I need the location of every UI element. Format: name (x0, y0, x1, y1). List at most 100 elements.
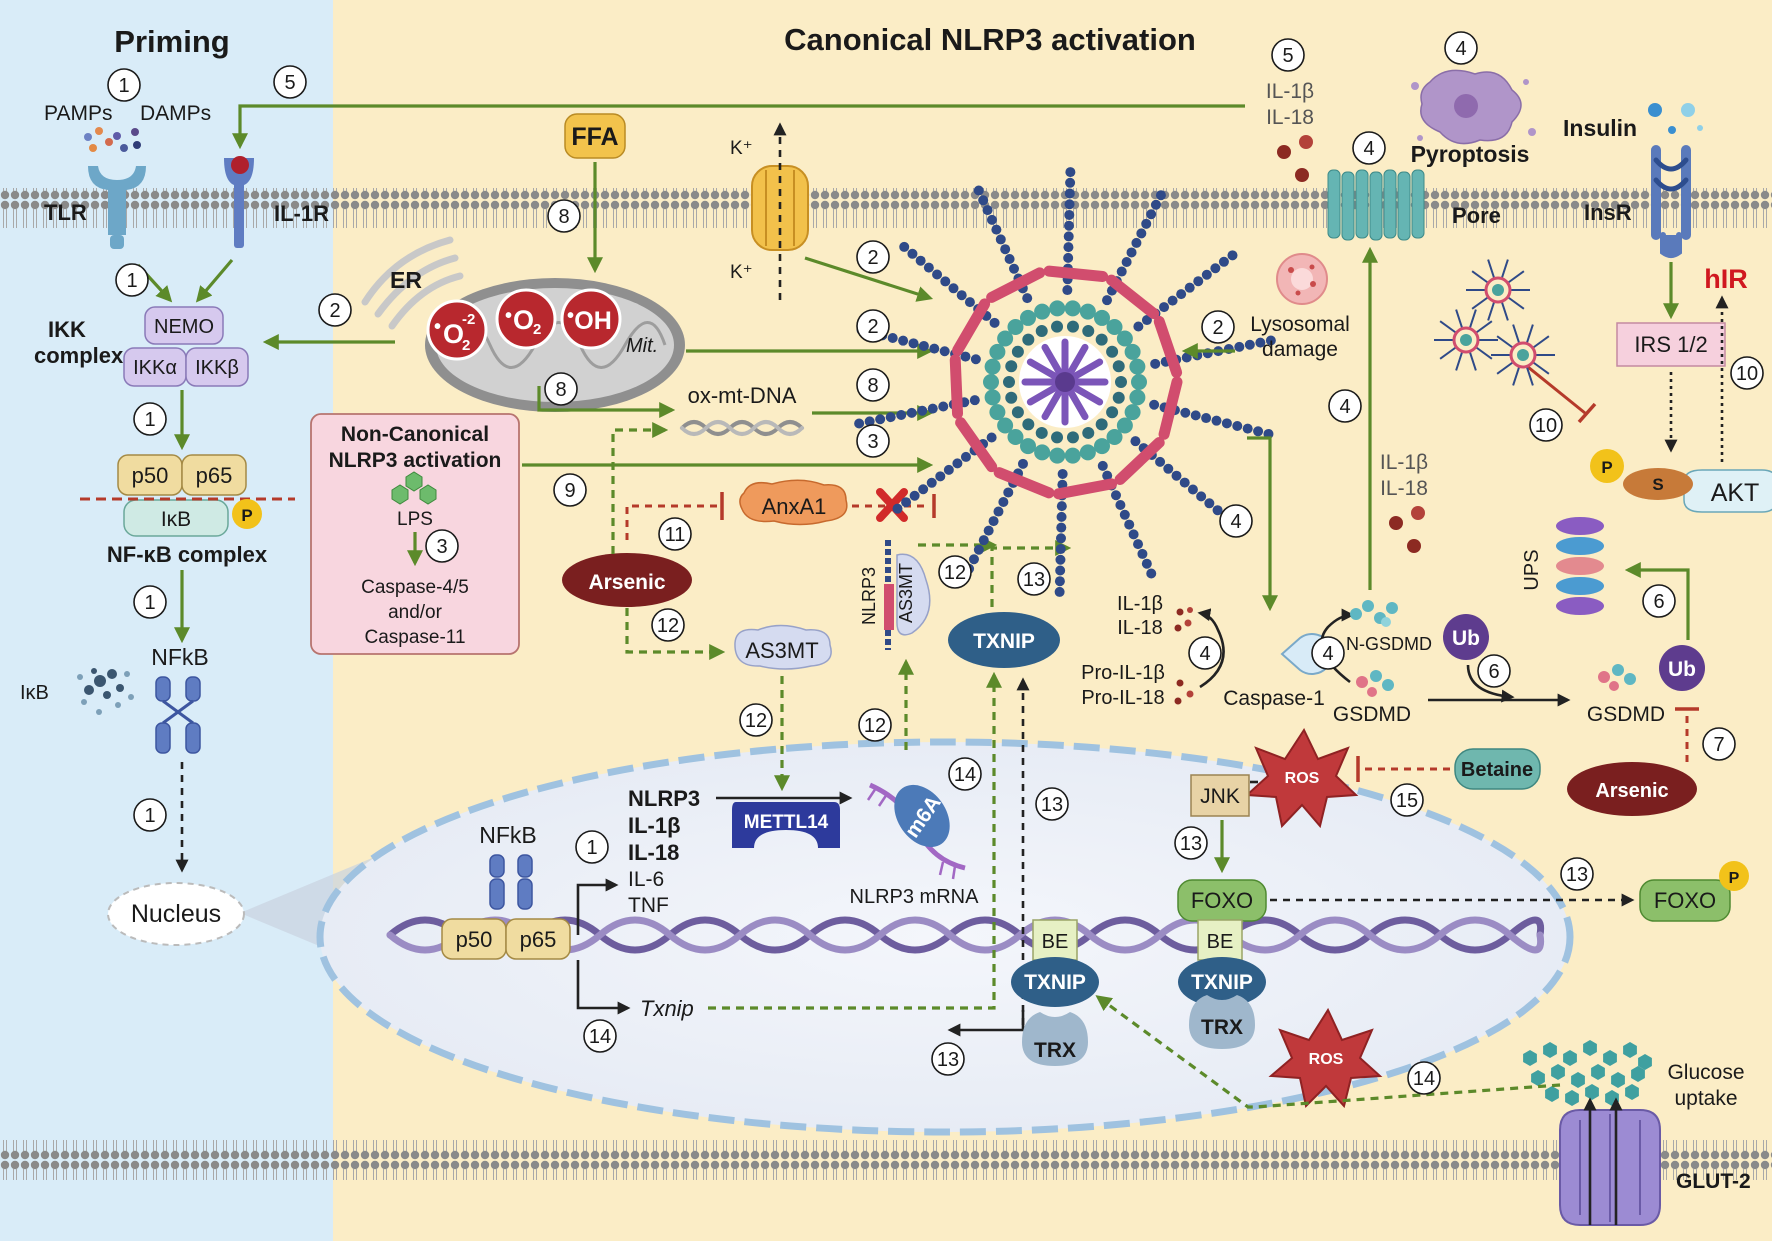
asc-filament-bead (1022, 293, 1033, 304)
step-number-12: 12 (739, 703, 773, 737)
be1-label: BE (1042, 931, 1069, 953)
asc-filament-bead (1150, 358, 1161, 369)
asc-filament-bead (1232, 420, 1243, 431)
asc-filament-bead (935, 471, 946, 482)
asc-filament-bead (973, 544, 984, 555)
inflammasome-center (1055, 372, 1075, 392)
asc-filament-bead (1201, 269, 1212, 280)
asc-filament-bead (1255, 337, 1266, 348)
nucleus-label: Nucleus (131, 900, 221, 928)
nlrp3-oligomer-segment (986, 267, 1046, 303)
arrow-ub-ups (1624, 562, 1690, 640)
step-number-6: 6 (1477, 654, 1511, 688)
asc-filament-bead (940, 276, 951, 287)
nuc-p50-label: p50 (456, 927, 493, 952)
lps-icon (391, 471, 437, 505)
asc-filament-bead (964, 297, 975, 308)
nfkb-label: NFkB (151, 644, 209, 670)
ros2-dot: • (505, 305, 512, 327)
asc-ring-bead (1034, 444, 1051, 461)
asc-filament-bead (1064, 199, 1075, 210)
step-number-12: 12 (651, 608, 685, 642)
asc-inner-bead (1035, 325, 1048, 338)
glut2-transporter (1559, 1109, 1661, 1226)
step-number-2: 2 (318, 293, 352, 327)
asc-filament-bead (1227, 250, 1238, 261)
asc-filament-bead (1201, 413, 1212, 424)
ros3-dot: • (567, 305, 574, 327)
nlrp3-as3mt-complex (884, 540, 931, 650)
mini-inflammasome-icon (1466, 259, 1530, 321)
pamps-label: PAMPs (44, 102, 112, 125)
svg-text:13: 13 (1023, 569, 1045, 591)
asc-filament-bead (1064, 209, 1075, 220)
foxo-phospho-badge (1719, 861, 1749, 891)
akt-phospho-label: P (1601, 458, 1612, 477)
svg-text:13: 13 (1041, 794, 1063, 816)
asc-filament-bead (1126, 247, 1137, 258)
asc-filament-bead (986, 214, 997, 225)
irs-label: IRS 1/2 (1634, 332, 1707, 357)
step-number-15: 15 (1390, 783, 1424, 817)
asc-filament-bead (1130, 436, 1141, 447)
asc-filament-bead (1155, 190, 1166, 201)
svg-text:5: 5 (1282, 45, 1293, 67)
nfkb-complex-label: NF-κB complex (107, 542, 268, 567)
txnip1-node (1011, 957, 1099, 1007)
asc-filament-bead (1146, 568, 1157, 579)
svg-text:9: 9 (564, 480, 575, 502)
ros1-sub: 2 (462, 337, 470, 354)
insr-receptor (1651, 145, 1691, 258)
asc-inner-bead (1011, 406, 1024, 419)
asc-filament-bead (1133, 539, 1144, 550)
txnip-cyto (948, 612, 1060, 668)
step-number-6: 6 (1642, 584, 1676, 618)
asc-ring-bead (1007, 428, 1024, 445)
txnip-cyto-label: TXNIP (973, 630, 1035, 653)
step-number-2: 2 (856, 240, 890, 274)
asc-filament-bead (1055, 554, 1066, 565)
caspase-label-1: Caspase-4/5 (361, 577, 469, 598)
il18-released-label: IL-18 (1266, 106, 1314, 129)
asc-filament-bead (1190, 410, 1201, 421)
step-number-7: 7 (1702, 727, 1736, 761)
asc-filament-bead (1055, 565, 1066, 576)
lysosome-icon (1276, 253, 1328, 305)
il1r-label: IL-1R (274, 201, 329, 226)
svg-text:2: 2 (867, 316, 878, 338)
svg-text:14: 14 (589, 1026, 611, 1048)
caspase-label-3: Caspase-11 (364, 627, 465, 648)
arsenic-label: Arsenic (588, 571, 665, 594)
asc-inner-bead (1022, 418, 1035, 431)
svg-text:14: 14 (954, 764, 976, 786)
step-number-4: 4 (1219, 504, 1253, 538)
arrow-txnip-gene-txnip (708, 671, 1002, 1010)
step-number-13: 13 (1017, 562, 1051, 596)
trx2-node (1189, 995, 1255, 1049)
asc-filament-bead (1141, 218, 1152, 229)
mini-inflammasome-icon (1491, 324, 1555, 386)
ros-superoxide-1 (426, 299, 488, 361)
arrow-nlrp3-caspase1 (1247, 436, 1278, 612)
arsenic-node (562, 553, 692, 607)
ub2-badge (1659, 645, 1705, 691)
nuc-p65-label: p65 (520, 927, 557, 952)
asc-inner-bead (1095, 418, 1108, 431)
pore-label: Pore (1452, 203, 1501, 228)
asc-filament-bead (995, 234, 1006, 245)
svg-text:1: 1 (586, 837, 597, 859)
asc-filament-bead (917, 405, 928, 416)
asc-filament-bead (1063, 242, 1074, 253)
ros-star-bottom (1268, 1007, 1383, 1109)
arrow-arsenic-oxmtdna (611, 422, 669, 554)
akt-s-label: S (1652, 475, 1663, 494)
asc-filament-bead (1119, 509, 1130, 520)
nucleus-small (107, 882, 245, 946)
step-number-2: 2 (1201, 310, 1235, 344)
asc-filament-bead (1057, 468, 1068, 479)
dna-double-helix (386, 916, 1545, 954)
svg-text:4: 4 (1455, 38, 1466, 60)
proil1b-label: Pro-IL-1β (1081, 662, 1165, 684)
glucose-hexagon (1631, 1066, 1645, 1082)
asc-filament-bead (1180, 407, 1191, 418)
